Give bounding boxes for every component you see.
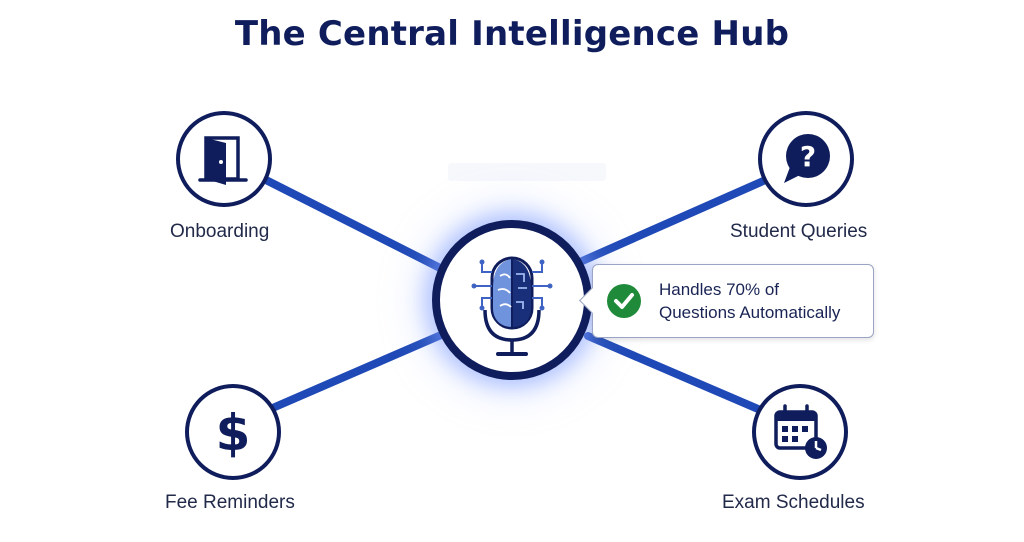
callout-line-1: Handles 70% of [659,280,780,299]
label-fee-reminders: Fee Reminders [165,492,295,513]
connector-fee-reminders [264,328,452,414]
label-onboarding: Onboarding [170,221,270,242]
page-title: The Central Intelligence Hub [234,14,790,54]
connector-onboarding [258,174,452,276]
check-icon [607,284,641,318]
label-student-queries: Student Queries [730,221,868,242]
calendar-clock-icon [774,404,827,459]
connector-student-queries [576,174,774,266]
node-fee-reminders: $ [185,384,281,480]
question-bubble-icon: ? [784,134,830,183]
callout-text: Handles 70% of Questions Automatically [659,278,840,324]
node-onboarding [176,111,272,207]
callout-box: Handles 70% of Questions Automatically [579,264,874,338]
label-exam-schedules: Exam Schedules [722,492,865,513]
callout-line-2: Questions Automatically [659,303,841,322]
node-exam-schedules [752,384,848,480]
faint-placeholder-bar [448,163,606,181]
central-hub [432,220,592,380]
svg-text:$: $ [216,404,251,462]
connector-exam-schedules [584,332,769,416]
brain-microphone-icon [471,256,553,356]
dollar-icon: $ [216,404,251,462]
node-student-queries: ? [758,111,854,207]
door-icon [198,136,248,185]
svg-text:?: ? [800,140,816,173]
